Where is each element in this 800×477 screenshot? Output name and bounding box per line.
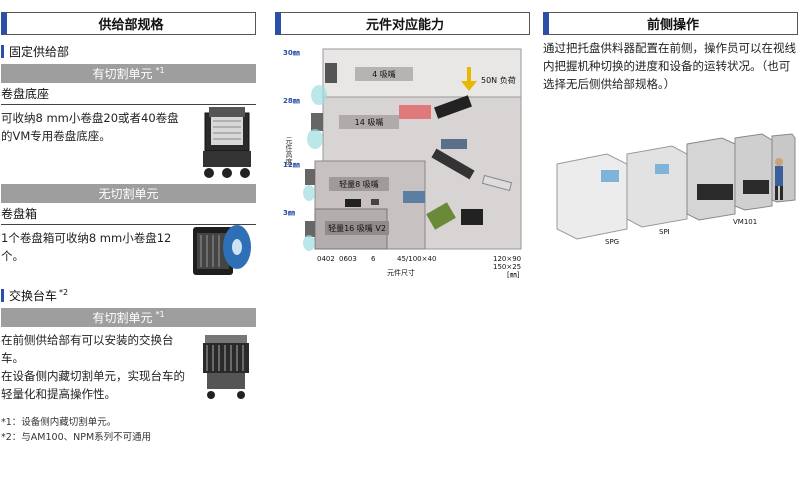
load-label: 50N 负荷 — [481, 75, 516, 85]
y-tick-12: 12㎜ — [283, 161, 300, 169]
zone-label-8: 轻量8 吸嘴 — [339, 179, 379, 189]
with-cutter-bar-1: 有切割单元 *1 — [1, 64, 256, 83]
x-tick-150: 150×25 — [493, 263, 521, 271]
x-tick-6: 6 — [371, 255, 376, 263]
reel-box-title: 卷盘箱 — [1, 203, 256, 225]
component-shape — [441, 139, 467, 149]
reel-base-title: 卷盘底座 — [1, 83, 256, 105]
production-line-image: SPG SPI VM101 — [556, 133, 796, 246]
cart-text-1: 在前侧供给部有可以安装的交换台车。 — [1, 333, 174, 365]
supply-spec-header: 供给部规格 — [1, 12, 256, 35]
x-axis-label: 元件尺寸 — [387, 268, 415, 277]
component-shape — [371, 199, 379, 205]
footnote-2: *2：与AM100、NPM系列不可通用 — [1, 432, 152, 443]
y-tick-30: 30㎜ — [283, 49, 300, 57]
nozzle-icons — [303, 63, 337, 251]
without-cutter-label: 无切割单元 — [98, 187, 159, 201]
exchange-cart-image — [203, 335, 249, 399]
note-ref-2: *2 — [59, 287, 69, 297]
note-ref-1: *1 — [155, 66, 165, 75]
reel-base-image — [203, 107, 251, 178]
y-axis-label: 元件高度 — [285, 137, 293, 166]
without-cutter-bar: 无切割单元 — [1, 184, 256, 203]
mid-column: 元件对应能力 4 吸嘴 14 吸嘴 轻量8 吸嘴 轻量16 吸嘴 V2 50N … — [275, 12, 530, 279]
component-shape — [345, 199, 361, 207]
zone-label-4: 4 吸嘴 — [372, 69, 396, 79]
x-tick-0402: 0402 — [317, 255, 335, 263]
x-tick-45-100: 45/100×40 — [397, 255, 436, 263]
component-shape — [426, 202, 456, 230]
footnote-1: *1：设备侧内藏切割单元。 — [1, 417, 117, 428]
fixed-supply-title: 固定供给部 — [1, 43, 256, 59]
zone-label-14: 14 吸嘴 — [355, 117, 384, 127]
load-arrow-icon — [461, 81, 477, 91]
reel-box-text: 1个卷盘箱可收纳8 mm小卷盘12个。 — [1, 231, 172, 263]
front-operation-header: 前侧操作 — [543, 12, 798, 35]
accent-bar — [1, 288, 4, 302]
component-capability-figure: 4 吸嘴 14 吸嘴 轻量8 吸嘴 轻量16 吸嘴 V2 50N 负荷 — [283, 48, 522, 279]
left-column: 供给部规格 固定供给部 有切割单元 *1 卷盘底座 可收纳8 mm小卷盘20或者… — [1, 12, 256, 445]
reel-box-image — [193, 225, 251, 275]
front-operation-text: 通过把托盘供料器配置在前侧，操作员可以在视线内把握机种切换的进度和设备的运转状况… — [543, 41, 796, 91]
label-spg: SPG — [605, 238, 619, 246]
with-cutter-label-1: 有切割单元 — [92, 67, 153, 81]
label-spi: SPI — [659, 228, 670, 236]
accent-bar — [1, 44, 4, 58]
y-tick-28: 28㎜ — [283, 97, 300, 105]
right-column: 前侧操作 通过把托盘供料器配置在前侧，操作员可以在视线内把握机种切换的进度和设备… — [543, 12, 798, 246]
x-tick-0603: 0603 — [339, 255, 357, 263]
cart-text-2: 在设备侧内藏切割单元，实现台车的轻量化和提高操作性。 — [1, 369, 185, 401]
component-shape — [399, 105, 431, 119]
y-tick-3: 3㎜ — [283, 209, 295, 217]
component-shape — [403, 191, 425, 203]
component-capability-header: 元件对应能力 — [275, 12, 530, 35]
x-tick-120: 120×90 — [493, 255, 521, 263]
x-unit: [㎜] — [507, 271, 520, 279]
with-cutter-label-2: 有切割单元 — [92, 311, 153, 325]
reel-base-text: 可收纳8 mm小卷盘20或者40卷盘的VM专用卷盘底座。 — [1, 111, 179, 143]
fixed-supply-label: 固定供给部 — [9, 44, 70, 59]
exchange-cart-title: 交换台车 *2 — [1, 287, 256, 303]
with-cutter-bar-2: 有切割单元 *1 — [1, 308, 256, 327]
zone-label-16: 轻量16 吸嘴 V2 — [328, 223, 386, 233]
note-ref-3: *1 — [155, 310, 165, 319]
component-shape — [481, 174, 513, 192]
label-vm101: VM101 — [733, 218, 757, 226]
component-shape — [434, 95, 472, 119]
component-shape — [431, 148, 475, 180]
exchange-cart-label: 交换台车 — [9, 288, 58, 303]
load-arrow-shaft — [467, 67, 471, 81]
component-shape — [461, 209, 483, 225]
